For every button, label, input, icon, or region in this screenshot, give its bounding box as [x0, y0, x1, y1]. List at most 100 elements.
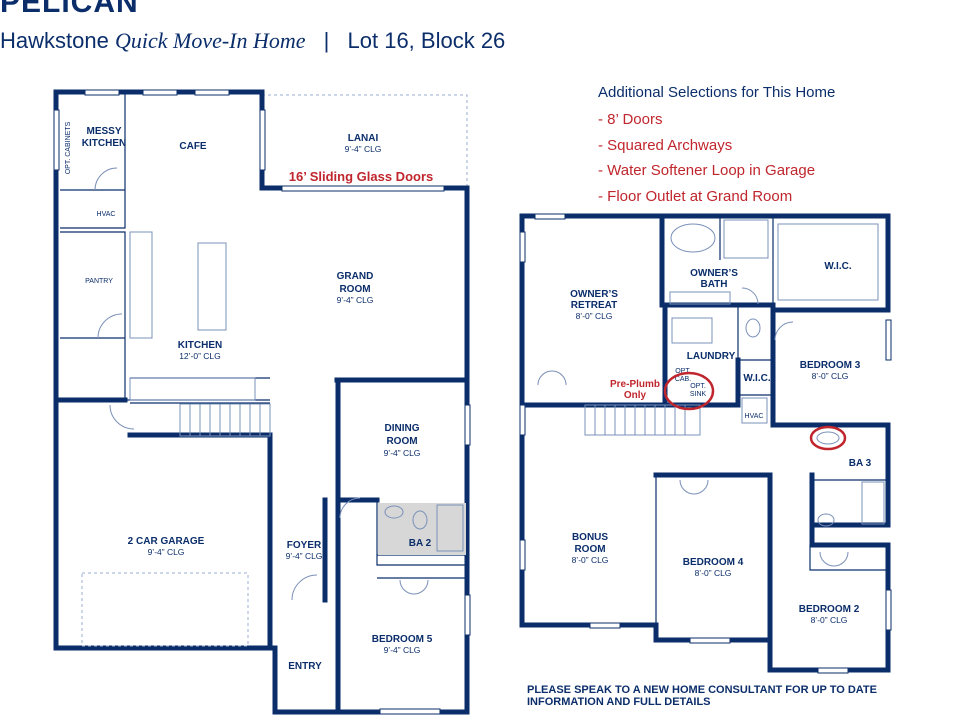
bedroom3-clg: 8’-0” CLG [812, 371, 849, 381]
grand-room-label: ROOM [339, 284, 370, 295]
owners-retreat-label: RETREAT [571, 300, 617, 311]
laundry-label: LAUNDRY [687, 351, 736, 362]
window [885, 319, 892, 361]
window [534, 213, 566, 220]
bedroom5-label: BEDROOM 5 [372, 634, 433, 645]
lot-block: Lot 16, Block 26 [347, 28, 506, 53]
window [464, 594, 471, 636]
bedroom5-clg: 9’-4” CLG [384, 645, 421, 655]
bathtub [670, 223, 716, 253]
dining-room-clg: 9’-4” CLG [384, 448, 421, 458]
sliding-glass-doors [281, 185, 445, 192]
window [519, 231, 526, 263]
door-swing [291, 574, 318, 601]
door-swing [741, 287, 759, 305]
selections-heading: Additional Selections for This Home [598, 84, 836, 101]
page-subtitle: Hawkstone Quick Move-In Home | Lot 16, B… [0, 28, 505, 54]
door-swing [97, 313, 123, 339]
laundry-machines [671, 317, 713, 344]
dining-room-label: DINING [385, 423, 420, 434]
brand-name: PELICAN [0, 0, 139, 19]
toilet [817, 513, 835, 527]
lanai-clg: 9’-4” CLG [345, 144, 382, 154]
hvac-label: HVAC [745, 413, 764, 420]
selection-item: - Squared Archways [598, 136, 733, 154]
bedroom4-clg: 8’-0” CLG [695, 568, 732, 578]
subtitle-separator: | [323, 28, 330, 53]
entry-label: ENTRY [288, 661, 322, 672]
window [379, 708, 441, 715]
bedroom2-clg: 8’-0” CLG [811, 615, 848, 625]
toilet [412, 510, 428, 530]
first-floor-plan: OPT. CABINETS MESSY KITCHEN HVAC CAFE LA… [53, 89, 471, 715]
shower [723, 219, 769, 259]
hvac-unit [741, 397, 768, 424]
grand-room-label: GRAND [337, 271, 374, 282]
ba2-label: BA 2 [409, 538, 432, 549]
disclaimer-line: INFORMATION AND FULL DETAILS [527, 696, 711, 708]
home-type: Quick Move-In Home [114, 28, 306, 53]
second-floor-thin-walls [655, 216, 888, 625]
lanai-outline [261, 94, 468, 189]
selection-item: - 8’ Doors [598, 111, 663, 128]
bonus-room-clg: 8’-0” CLG [572, 555, 609, 565]
window [817, 667, 849, 674]
sink [816, 431, 840, 445]
stairs [179, 403, 271, 437]
opt-cabinets-label: OPT. CABINETS [65, 121, 72, 174]
selection-item: - Floor Outlet at Grand Room [598, 187, 793, 205]
pre-plumb-annotation: Pre-Plumb [610, 379, 660, 390]
lanai-label: LANAI [348, 133, 379, 144]
messy-kitchen-label: KITCHEN [82, 138, 126, 149]
kitchen-counter [129, 231, 153, 339]
kitchen-label: KITCHEN [178, 340, 222, 351]
vanity [669, 291, 731, 305]
cafe-label: CAFE [179, 141, 207, 152]
ba3-label: BA 3 [849, 458, 872, 469]
pre-plumb-circle [663, 371, 715, 411]
owners-bath-label: OWNER’S [690, 268, 738, 279]
window [885, 589, 892, 631]
sliding-doors-annotation: 16’ Sliding Glass Doors [289, 169, 434, 184]
wic-small-label: W.I.C. [743, 373, 770, 384]
window [519, 404, 526, 436]
owners-retreat-label: OWNER’S [570, 289, 618, 300]
opt-sink-label: SINK [690, 391, 707, 398]
door-swing [537, 370, 567, 386]
sink [384, 505, 404, 519]
window [194, 89, 230, 96]
door-swing [774, 321, 794, 341]
window [464, 404, 471, 446]
garage-clg: 9’-4” CLG [148, 547, 185, 557]
window [689, 637, 731, 644]
garage-label: 2 CAR GARAGE [128, 536, 205, 547]
shower [436, 504, 464, 552]
window [53, 109, 60, 171]
wic-label: W.I.C. [824, 261, 851, 272]
bedroom4-label: BEDROOM 4 [683, 557, 744, 568]
sink-circle [809, 425, 847, 451]
window [259, 109, 266, 171]
owners-retreat-clg: 8’-0” CLG [576, 311, 613, 321]
additional-selections: Additional Selections for This Home - 8’… [598, 84, 835, 209]
wic-shelving [777, 223, 879, 301]
window [84, 89, 120, 96]
grand-room-clg: 9’-4” CLG [337, 295, 374, 305]
door-swing [94, 167, 118, 191]
selection-item: - Water Softener Loop in Garage [598, 162, 816, 179]
door-swing [109, 404, 135, 430]
toilet [745, 318, 761, 338]
kitchen-island [197, 242, 227, 331]
owners-bath-label: BATH [700, 279, 727, 290]
pre-plumb-annotation: Only [624, 390, 647, 401]
pantry-label: PANTRY [85, 278, 113, 285]
window [589, 622, 621, 629]
door-swing [339, 497, 361, 519]
window [519, 539, 526, 571]
opt-cab-label: OPT. [675, 368, 691, 375]
opt-cab-label: CAB. [675, 376, 691, 383]
bathtub [861, 481, 885, 525]
bonus-room-label: ROOM [574, 544, 605, 555]
door-swing [819, 551, 849, 567]
bonus-room-label: BONUS [572, 532, 608, 543]
